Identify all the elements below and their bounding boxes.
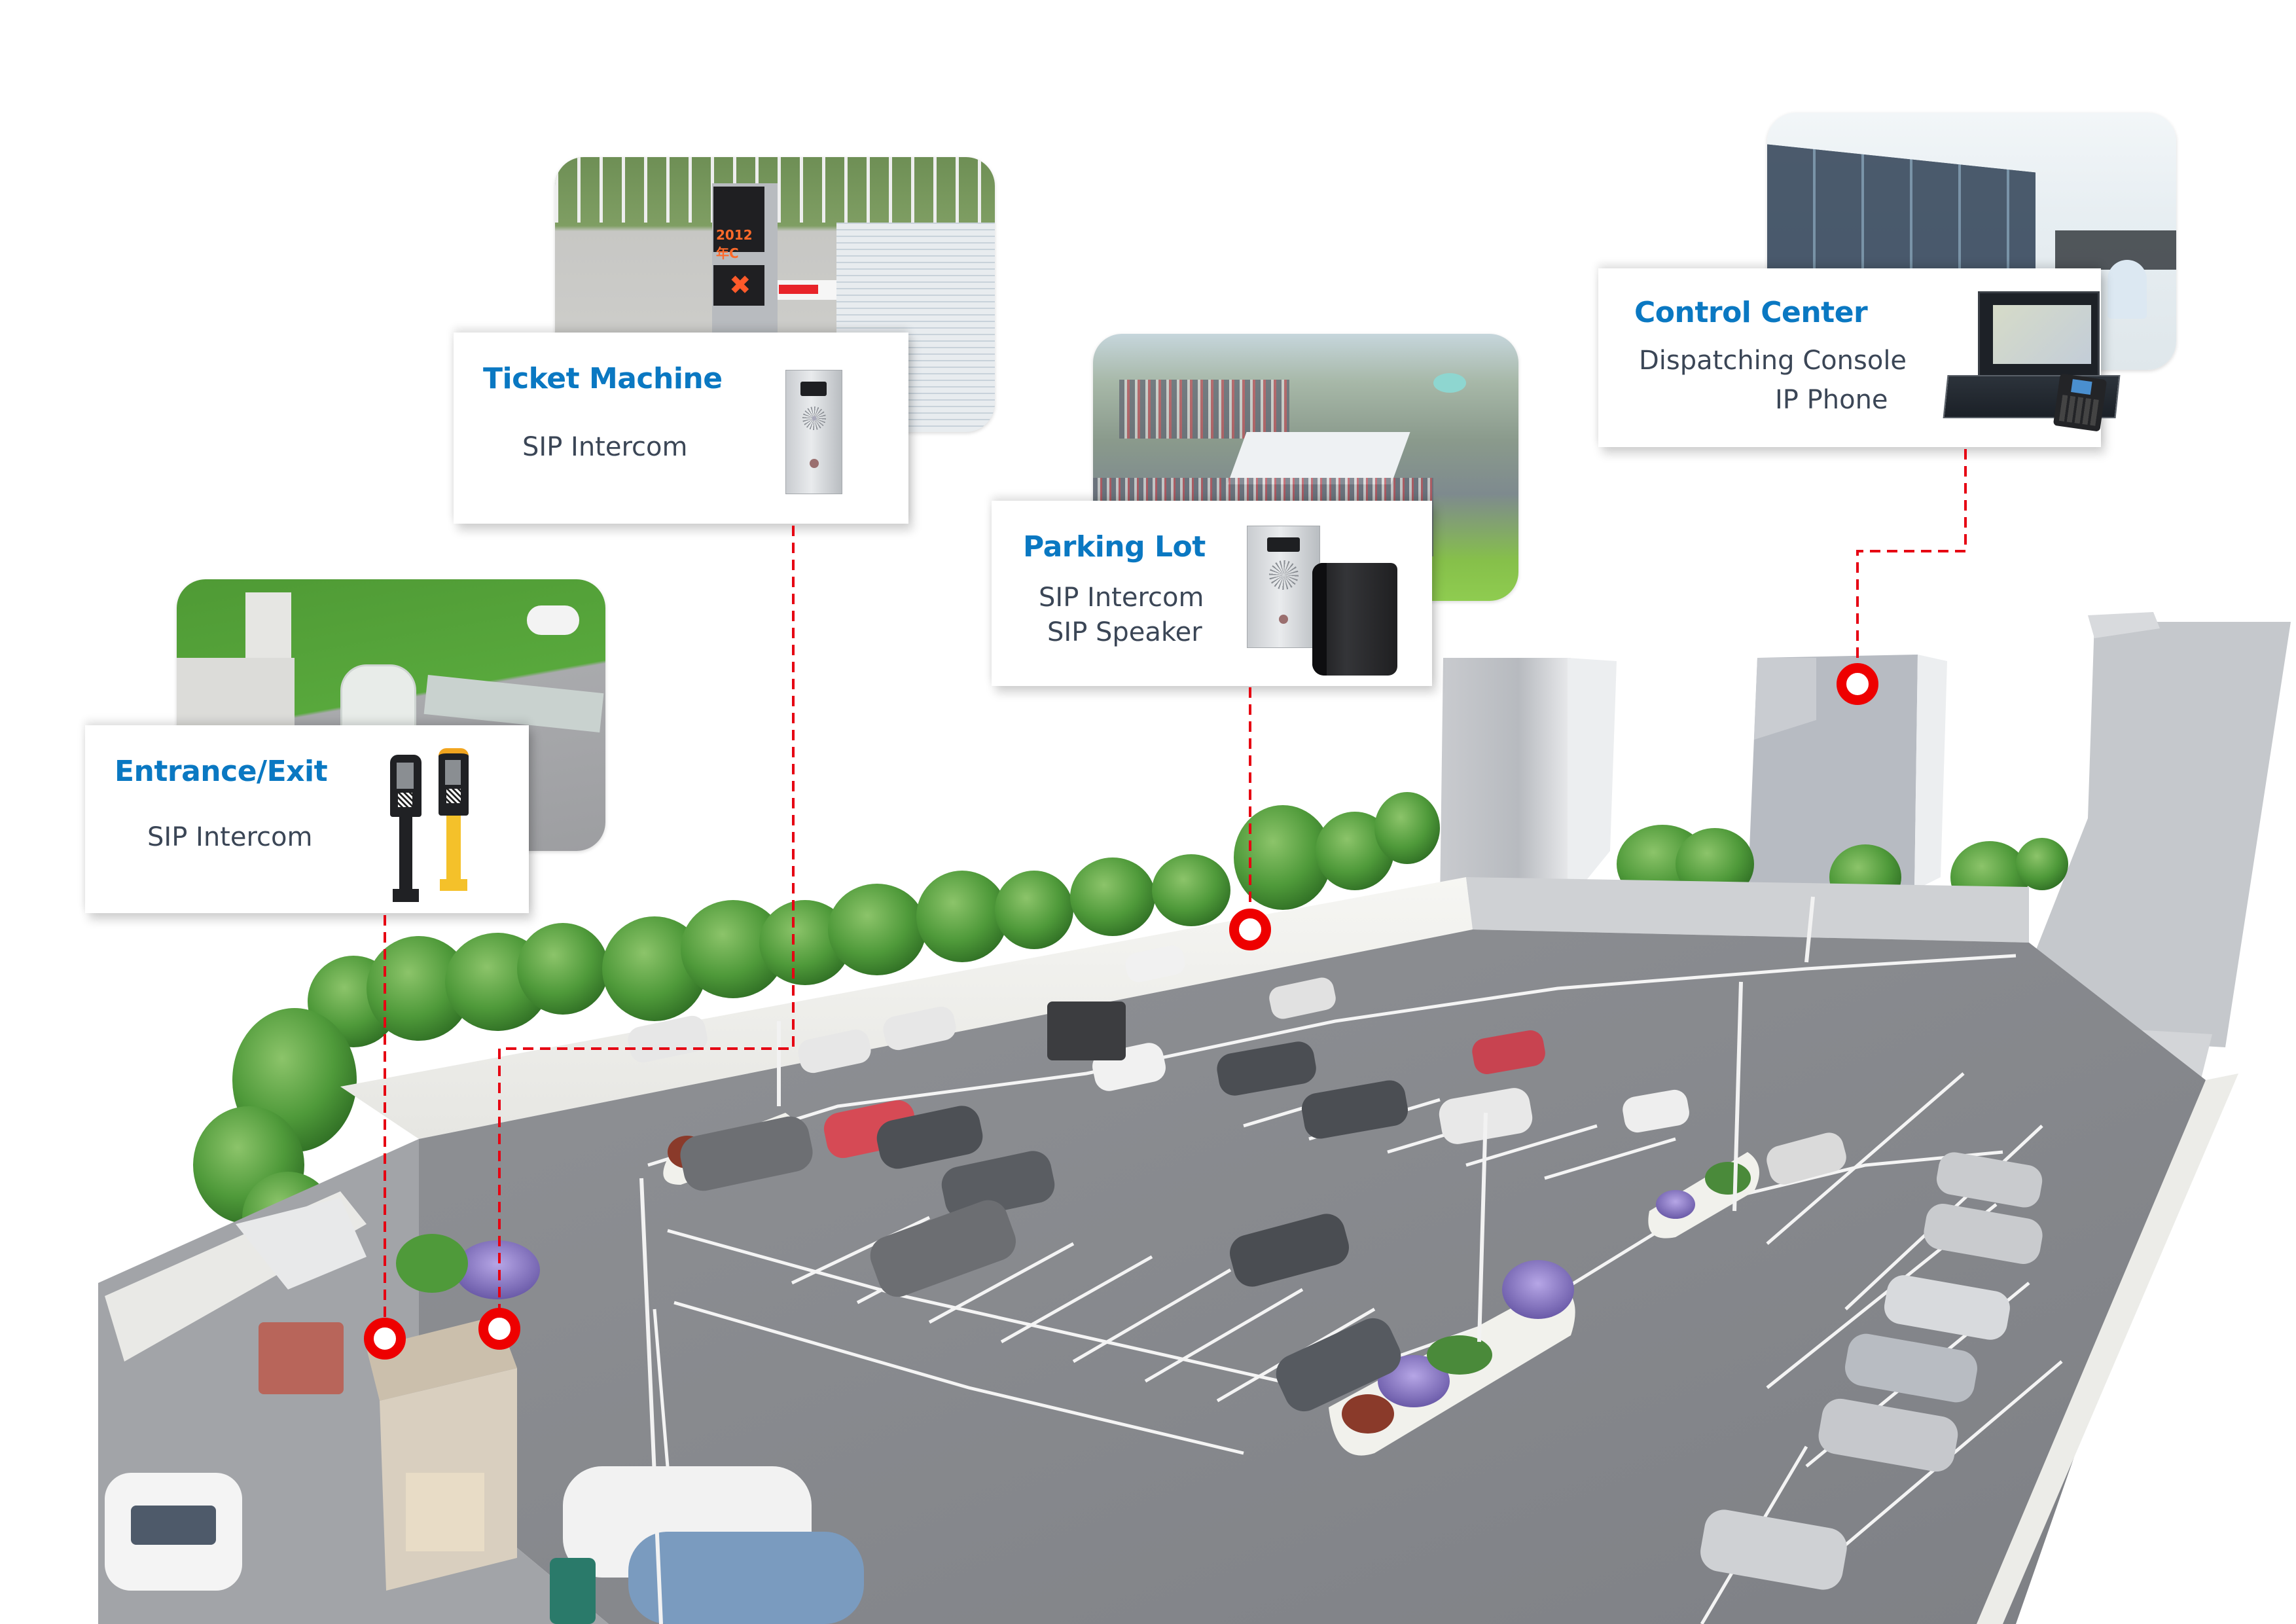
callout-device-label: IP Phone	[1775, 385, 1888, 415]
yellow-pillar-intercom-icon	[439, 748, 469, 891]
callout-card-parking-lot: Parking Lot SIP Intercom SIP Speaker	[992, 501, 1432, 686]
callout-card-entrance-exit: Entrance/Exit SIP Intercom	[85, 725, 529, 913]
location-marker-entrance-exit[interactable]	[364, 1318, 406, 1360]
callout-device-label: SIP Intercom	[147, 822, 313, 852]
callout-title: Ticket Machine	[483, 362, 723, 395]
callout-card-ticket-machine: Ticket Machine SIP Intercom	[454, 333, 908, 524]
black-wall-speaker-icon	[1312, 563, 1397, 676]
callout-card-control-center: Control Center Dispatching Console IP Ph…	[1598, 268, 2121, 447]
operator-figure	[2108, 260, 2147, 319]
ticket-machine-sign-text: 2012年C	[716, 227, 753, 261]
callout-title: Control Center	[1634, 296, 1868, 329]
entrance-booth	[105, 1198, 864, 1624]
ip-phone-icon	[2053, 373, 2108, 432]
stainless-sip-intercom-panel-icon	[1247, 526, 1320, 648]
location-marker-parking-lot[interactable]	[1229, 909, 1271, 950]
red-x-icon: ✖	[729, 270, 751, 300]
callout-device-label: SIP Intercom	[522, 432, 688, 462]
black-pillar-intercom-icon	[390, 755, 422, 902]
callout-title: Entrance/Exit	[115, 755, 328, 788]
stainless-sip-intercom-panel-icon	[785, 370, 842, 494]
location-marker-control-center[interactable]	[1837, 663, 1878, 705]
white-car-icon	[527, 605, 579, 635]
location-marker-ticket-machine[interactable]	[478, 1308, 520, 1350]
callout-title: Parking Lot	[1023, 530, 1206, 564]
callout-device-label: SIP Speaker	[1047, 617, 1202, 647]
callout-device-label: SIP Intercom	[1039, 583, 1204, 613]
callout-device-label: Dispatching Console	[1639, 346, 1907, 376]
